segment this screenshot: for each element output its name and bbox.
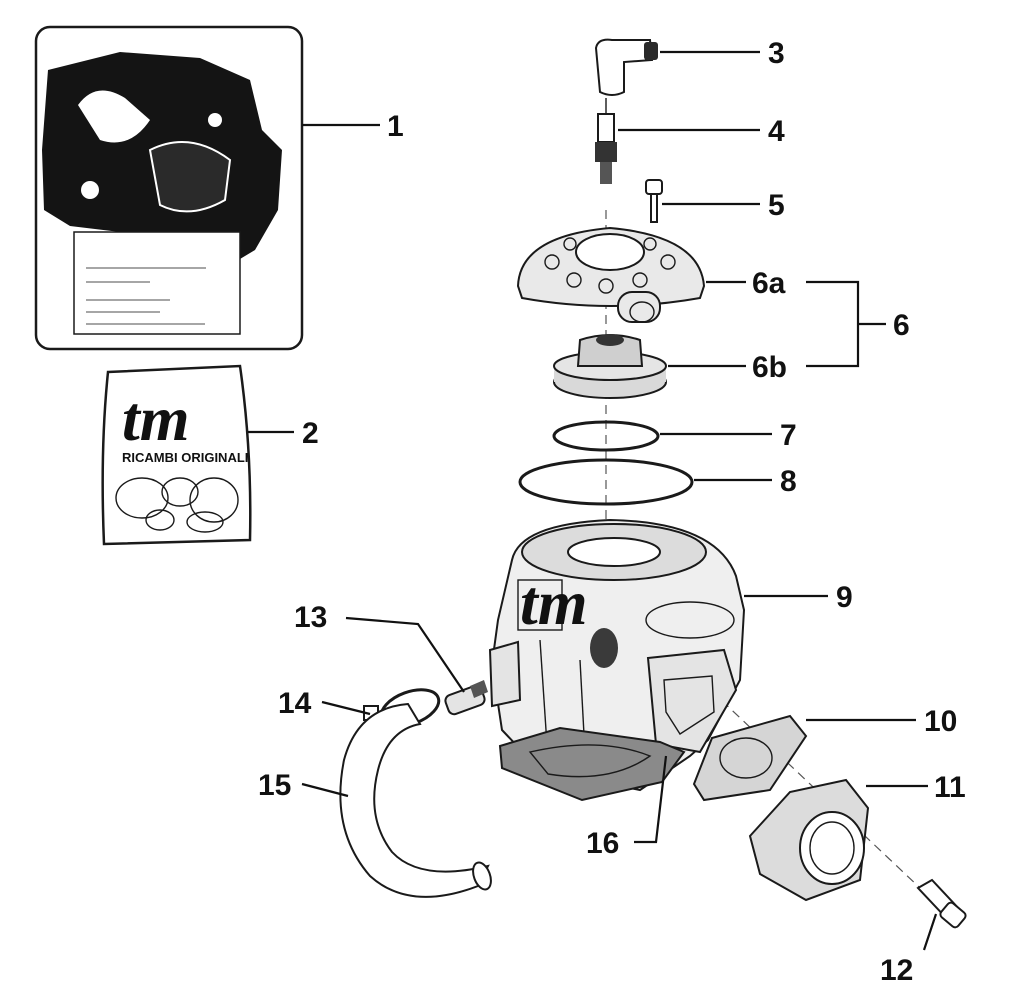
callout-labels: 1 2 3 4 5 6a 6b 6 7 8 9 10 11 12 13 14 1… [258, 37, 966, 987]
callout-16: 16 [586, 827, 619, 860]
callout-15: 15 [258, 769, 291, 802]
part-2-seal-bag: tm RICAMBI ORIGINALI [101, 364, 252, 546]
part-1-gasket-kit-package [34, 25, 304, 351]
callout-6b: 6b [752, 351, 787, 384]
part-8-large-o-ring [518, 458, 694, 506]
callout-6: 6 [893, 309, 910, 342]
part-6b-head-insert [553, 334, 667, 399]
intake-axis [699, 679, 939, 906]
part-5-head-bolt [645, 179, 663, 223]
callout-13: 13 [294, 601, 327, 634]
cylinder-logo: tm [520, 567, 588, 638]
part-12-manifold-bolt [916, 878, 967, 929]
bag-logo: tm [122, 383, 190, 454]
callout-2: 2 [302, 417, 319, 450]
callout-10: 10 [924, 705, 957, 738]
callout-11: 11 [934, 771, 966, 804]
leader-lines [248, 50, 938, 951]
part-11-intake-manifold [748, 778, 870, 902]
callout-6a: 6a [752, 267, 786, 300]
part-15-coolant-hose [339, 702, 492, 898]
callout-3: 3 [768, 37, 785, 70]
callout-14: 14 [278, 687, 312, 720]
part-9-cylinder: tm [488, 518, 746, 792]
callout-4: 4 [768, 115, 785, 148]
part-16-base-gasket [498, 726, 686, 802]
part-13-water-fitting [444, 680, 488, 716]
part-6a-cylinder-head [516, 226, 706, 323]
part-4-spark-plug [595, 98, 617, 184]
part-7-small-o-ring [552, 420, 660, 452]
part-3-spark-plug-cap [594, 38, 658, 96]
callout-8: 8 [780, 465, 797, 498]
callout-5: 5 [768, 189, 785, 222]
callout-9: 9 [836, 581, 853, 614]
bag-caption: RICAMBI ORIGINALI [122, 450, 248, 465]
callout-1: 1 [387, 110, 404, 143]
callout-7: 7 [780, 419, 797, 452]
part-10-intake-gasket [692, 714, 808, 802]
callout-12: 12 [880, 954, 913, 987]
